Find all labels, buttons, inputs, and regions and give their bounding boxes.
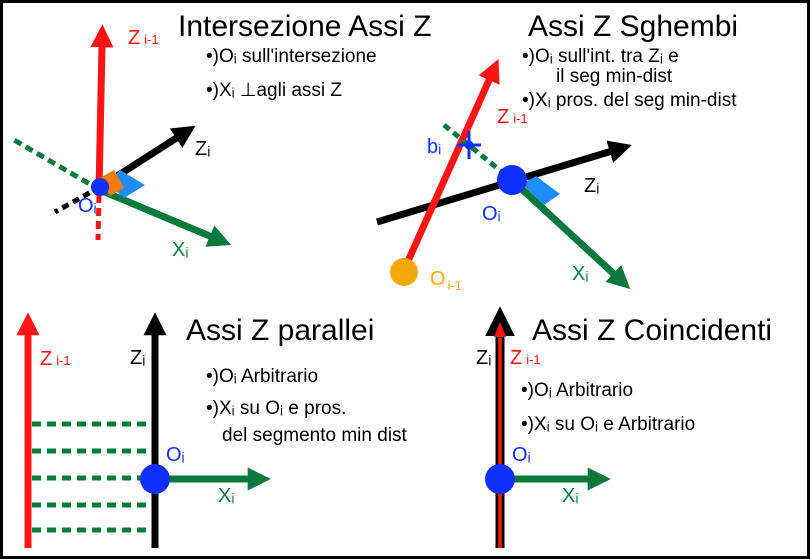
z-label: Zᵢ	[584, 175, 599, 197]
b-label: bᵢ	[427, 136, 441, 158]
origin-point	[497, 165, 527, 195]
origin-label: Oᵢ	[78, 195, 97, 217]
origin-point	[485, 464, 515, 494]
z-prev-axis	[90, 24, 114, 191]
bullet-2: •)Xᵢ su Oᵢ e Arbitrario	[521, 414, 695, 435]
origin-prev-point	[390, 258, 418, 286]
z-label: Zᵢ	[195, 138, 210, 160]
x-label: Xᵢ	[172, 239, 188, 261]
z-axis-dashed-extension	[12, 137, 102, 193]
bullet-2: •)Xᵢ pros. del seg min-dist	[522, 90, 737, 111]
angle-marker-icon	[522, 176, 560, 205]
b-point-cross-icon	[457, 131, 481, 159]
bullet-1: •)Oᵢ sull'int. tra Zᵢ e	[522, 46, 679, 67]
panel-title: Assi Z parallei	[186, 314, 374, 347]
z-prev-axis-dashed-extension	[95, 194, 102, 241]
bullet-1-cont: il seg min-dist	[556, 66, 673, 87]
panel-title: Assi Z Sghembi	[528, 10, 738, 43]
bullet-2-cont: del segmento min dist	[222, 425, 408, 446]
min-distance-segments	[32, 421, 151, 533]
origin-label: Oᵢ	[512, 444, 531, 466]
panel-title: Intersezione Assi Z	[178, 10, 431, 43]
origin-point	[91, 178, 109, 196]
x-axis-dashed-back	[53, 184, 102, 215]
origin-point	[140, 464, 170, 494]
bullet-1: •)Oᵢ Arbitrario	[521, 380, 633, 401]
z-prev-axis	[400, 59, 500, 272]
z-prev-arrowhead-icon	[494, 322, 506, 337]
bullet-2: •)Xᵢ su Oᵢ e pros.	[206, 398, 346, 419]
x-label: Xᵢ	[562, 485, 578, 507]
x-label: Xᵢ	[218, 485, 234, 507]
panel-title: Assi Z Coincidenti	[532, 314, 772, 347]
origin-label: Oᵢ	[482, 203, 501, 225]
z-label: Zᵢ	[476, 347, 491, 369]
x-axis	[98, 186, 232, 247]
x-label: Xᵢ	[572, 263, 588, 285]
origin-label: Oᵢ	[166, 444, 185, 466]
bullet-2: •)Xᵢ ⊥agli assi Z	[206, 80, 342, 101]
bullet-1: •)Oᵢ Arbitrario	[206, 366, 318, 387]
bullet-1: •)Oᵢ sull'intersezione	[206, 46, 377, 67]
right-angle-marker-icon	[100, 170, 124, 196]
z-label: Zᵢ	[130, 347, 145, 369]
z-axis	[375, 140, 632, 226]
x-axis	[509, 177, 631, 290]
